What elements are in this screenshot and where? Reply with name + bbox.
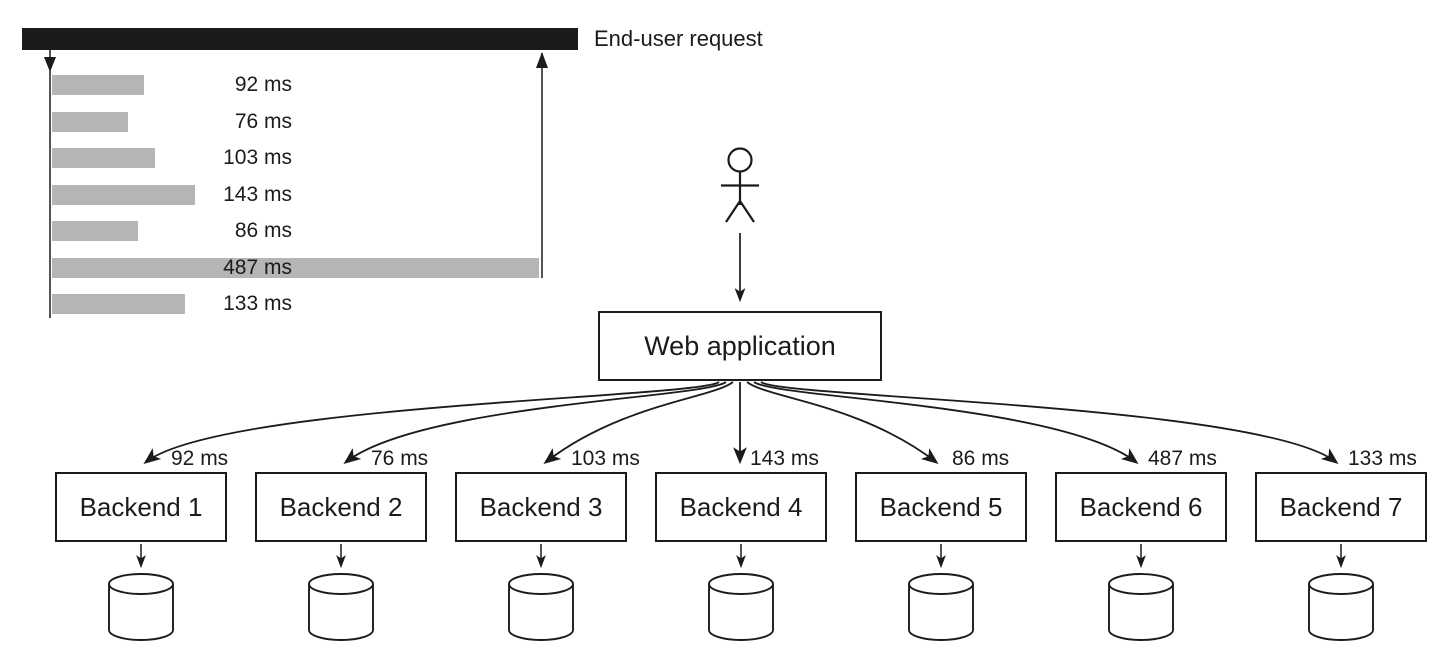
webapp-to-backend-3-arrow	[543, 381, 734, 464]
backend-5-latency-label: 86 ms	[952, 447, 1010, 470]
latency-bar-label-6: 487 ms	[223, 256, 292, 279]
backend-3-label: Backend 3	[479, 491, 603, 522]
backend-7-latency-label: 133 ms	[1348, 447, 1417, 470]
database-cylinder-4-top	[708, 573, 774, 595]
database-cylinder-2-icon	[308, 584, 374, 641]
database-cylinder-5-icon	[908, 584, 974, 641]
backend-2-label: Backend 2	[279, 491, 403, 522]
database-cylinder-7-icon	[1308, 584, 1374, 641]
webapp-to-backend-1-arrow	[143, 381, 720, 464]
backend-7-box: Backend 7	[1255, 472, 1427, 542]
database-cylinder-6-top	[1108, 573, 1174, 595]
timeline-arrows	[44, 50, 548, 318]
latency-bar-label-2: 76 ms	[234, 110, 292, 133]
database-cylinder-6-icon	[1108, 584, 1174, 641]
backend-6-latency-label: 487 ms	[1148, 447, 1217, 470]
request-down-arrowhead-icon	[44, 57, 56, 72]
database-cylinder-1-top	[108, 573, 174, 595]
latency-bar-label-3: 103 ms	[223, 146, 292, 169]
backend-1-label: Backend 1	[79, 491, 203, 522]
database-cylinder-3-icon	[508, 584, 574, 641]
latency-bar-4	[52, 185, 195, 205]
latency-bar-6	[52, 258, 539, 278]
user-leg-left	[725, 200, 741, 223]
user-leg-right	[739, 200, 755, 223]
latency-bar-label-4: 143 ms	[223, 183, 292, 206]
backend-1-box: Backend 1	[55, 472, 227, 542]
database-cylinder-7-top	[1308, 573, 1374, 595]
latency-bar-label-5: 86 ms	[234, 219, 292, 242]
backend-4-box: Backend 4	[655, 472, 827, 542]
latency-bar-2	[52, 112, 128, 132]
webapp-to-backend-5-arrow	[746, 381, 939, 464]
backend-4-label: Backend 4	[679, 491, 803, 522]
backend-3-box: Backend 3	[455, 472, 627, 542]
database-cylinder-2-top	[308, 573, 374, 595]
web-application-box: Web application	[598, 311, 882, 381]
backend-5-box: Backend 5	[855, 472, 1027, 542]
end-user-request-label: End-user request	[594, 26, 763, 51]
webapp-to-backend-2-arrow	[343, 381, 727, 464]
database-cylinder-3-top	[508, 573, 574, 595]
database-cylinder-5-top	[908, 573, 974, 595]
database-cylinder-4-icon	[708, 584, 774, 641]
latency-bar-5	[52, 221, 138, 241]
database-cylinder-1-icon	[108, 584, 174, 641]
user-head	[727, 147, 753, 173]
backend-1-latency-label: 92 ms	[171, 447, 229, 470]
webapp-to-backend-7-arrow	[760, 381, 1339, 464]
backend-2-box: Backend 2	[255, 472, 427, 542]
backend-6-box: Backend 6	[1055, 472, 1227, 542]
web-application-label: Web application	[644, 330, 836, 361]
backend-5-label: Backend 5	[879, 491, 1003, 522]
backend-3-latency-label: 103 ms	[571, 447, 640, 470]
user-icon	[721, 147, 759, 223]
latency-bar-label-1: 92 ms	[234, 73, 292, 96]
response-up-arrowhead-icon	[536, 52, 548, 68]
latency-bar-7	[52, 294, 185, 314]
latency-bar-1	[52, 75, 144, 95]
backend-7-label: Backend 7	[1279, 491, 1403, 522]
backend-2-latency-label: 76 ms	[371, 447, 429, 470]
end-user-request-bar	[22, 28, 578, 50]
backend-6-label: Backend 6	[1079, 491, 1203, 522]
backend-4-latency-label: 143 ms	[750, 447, 819, 470]
latency-bar-3	[52, 148, 155, 168]
webapp-to-backend-6-arrow	[753, 381, 1139, 464]
latency-bar-label-7: 133 ms	[223, 292, 292, 315]
